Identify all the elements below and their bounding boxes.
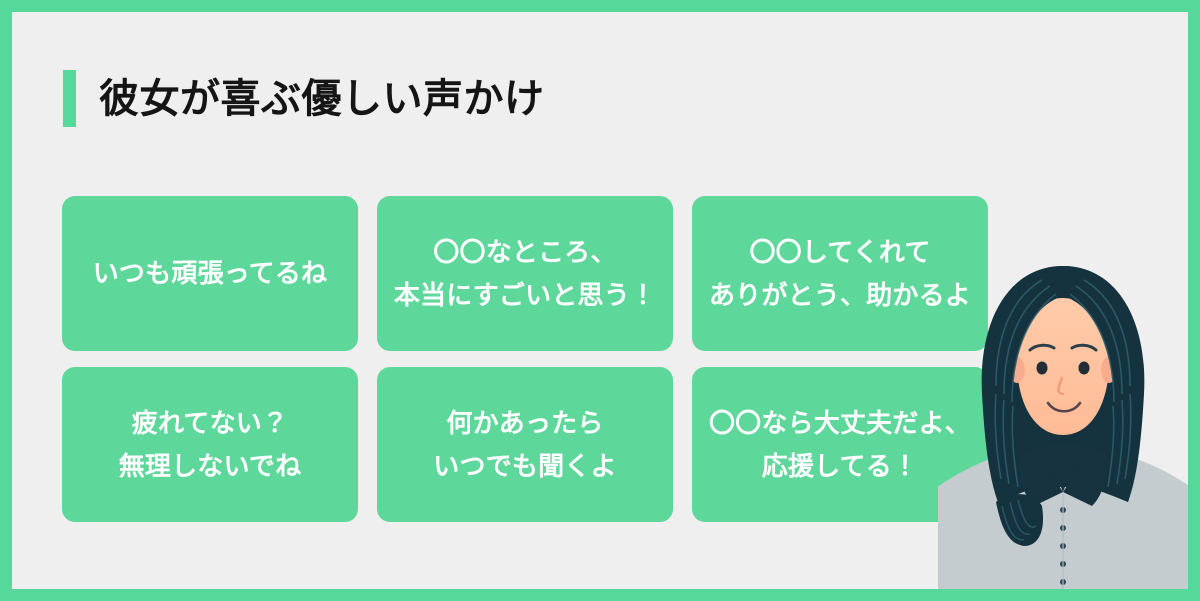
inner-canvas: 彼女が喜ぶ優しい声かけ いつも頑張ってるね 〇〇なところ、 本当にすごいと思う！…: [12, 12, 1188, 589]
hair-shoulder-strands: [1001, 499, 1037, 541]
phrase-card-6-line-2: 応援してる！: [761, 450, 919, 481]
eyebrow-right: [1070, 343, 1098, 352]
phrase-card-6[interactable]: 〇〇なら大丈夫だよ、 応援してる！: [692, 367, 988, 522]
phrase-card-4-line-1: 疲れてない？: [131, 408, 289, 439]
phrase-card-3-line-1: 〇〇してくれて: [749, 237, 931, 268]
mouth-smile: [1046, 401, 1082, 413]
hair-back: [981, 266, 1145, 502]
phrase-card-5[interactable]: 何かあったら いつでも聞くよ: [377, 367, 673, 522]
hair-front-left: [983, 266, 1063, 502]
phrase-card-3-line-2: ありがとう、助かるよ: [708, 279, 971, 310]
phrase-card-grid: いつも頑張ってるね 〇〇なところ、 本当にすごいと思う！ 〇〇してくれて ありが…: [62, 196, 988, 522]
phrase-card-2[interactable]: 〇〇なところ、 本当にすごいと思う！: [377, 196, 673, 351]
phrase-card-5-line-1: 何かあったら: [446, 408, 604, 439]
eyebrow-left: [1028, 343, 1056, 352]
phrase-card-4-line-2: 無理しないでね: [118, 450, 302, 481]
face: [1017, 280, 1109, 435]
hair-highlight-strands: [994, 279, 1132, 488]
collar-center: [1034, 443, 1092, 492]
title-accent-bar: [63, 70, 76, 127]
eye-left: [1036, 361, 1048, 375]
nose: [1057, 376, 1065, 396]
page-title-row: 彼女が喜ぶ優しい声かけ: [63, 70, 545, 127]
hair-front-right: [1063, 266, 1143, 502]
hair-shoulder-left: [996, 494, 1044, 546]
phrase-card-2-line-1: 〇〇なところ、: [433, 237, 617, 268]
ear-right: [1101, 357, 1117, 383]
phrase-card-2-line-2: 本当にすごいと思う！: [393, 279, 657, 310]
phrase-card-5-line-2: いつでも聞くよ: [433, 450, 617, 481]
phrase-card-1[interactable]: いつも頑張ってるね: [62, 196, 358, 351]
neck: [1034, 412, 1092, 472]
phrase-card-4[interactable]: 疲れてない？ 無理しないでね: [62, 367, 358, 522]
ear-left: [1009, 357, 1025, 383]
shirt-buttons: [1060, 507, 1066, 585]
phrase-card-3[interactable]: 〇〇してくれて ありがとう、助かるよ: [692, 196, 988, 351]
collar-left: [1019, 449, 1063, 506]
phrase-card-6-line-1: 〇〇なら大丈夫だよ、: [708, 408, 971, 439]
eye-right: [1078, 361, 1090, 375]
hair-top: [1007, 268, 1119, 348]
page-title: 彼女が喜ぶ優しい声かけ: [99, 76, 545, 121]
collar-right: [1063, 449, 1107, 506]
phrase-card-1-line-1: いつも頑張ってるね: [92, 258, 328, 289]
